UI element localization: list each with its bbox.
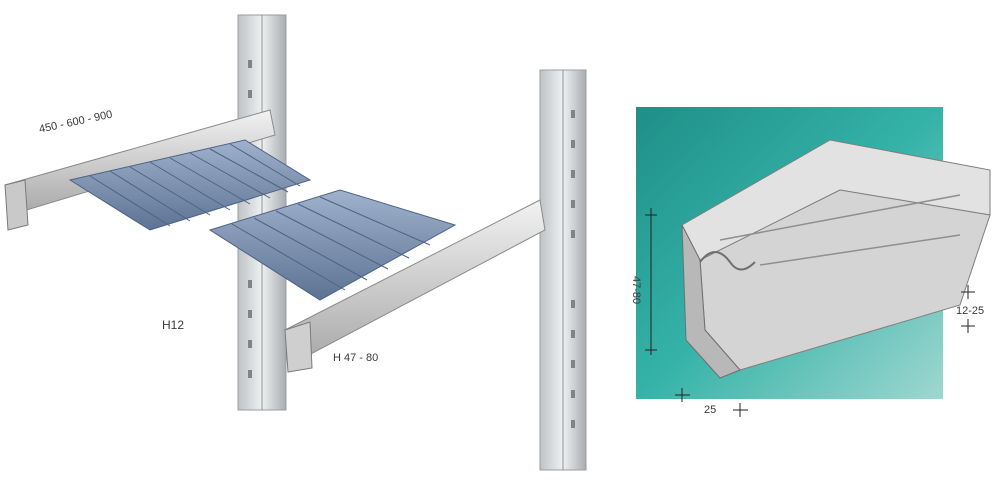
shelf-panel-back bbox=[68, 139, 312, 231]
model-code-label: H12 bbox=[162, 318, 185, 332]
shelf-panel-front bbox=[208, 189, 457, 301]
right-detail-illustration bbox=[636, 107, 991, 417]
left-rack-illustration bbox=[4, 14, 587, 471]
beam-profile-detail bbox=[681, 139, 991, 379]
back-beam bbox=[4, 109, 276, 231]
upright-post-right bbox=[539, 69, 587, 471]
front-beam bbox=[284, 199, 546, 373]
dimension-markers bbox=[645, 208, 975, 417]
beam-height-left-label: H 47 - 80 bbox=[333, 352, 379, 364]
beam-height-right-label: 47-80 bbox=[630, 276, 642, 305]
shelf-gap-label: 12-25 bbox=[956, 305, 985, 317]
beam-width-label: 25 bbox=[704, 404, 717, 416]
